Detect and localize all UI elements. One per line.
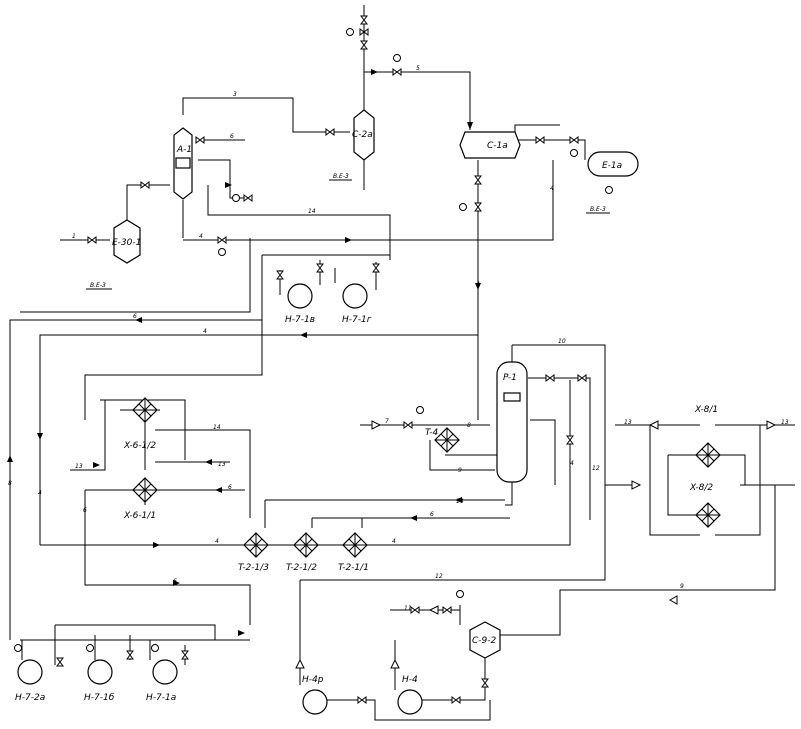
label-H-7-1a: H-7-1a — [146, 693, 176, 703]
stream-6-e: 6 — [173, 578, 177, 585]
offsite-ref-1: В.Е-3 — [333, 173, 349, 180]
stream-4-b: 4 — [476, 281, 480, 288]
label-T-2-1-3: T-2-1/3 — [238, 563, 269, 573]
valves — [14, 15, 613, 704]
stream-13-c: 13 — [624, 419, 632, 426]
label-T-4: T-4 — [425, 428, 438, 438]
stream-13-b: 13 — [218, 461, 226, 468]
stream-4-f: 4 — [392, 538, 396, 545]
stream-6-a: 6 — [230, 133, 234, 140]
label-A-1: A-1 — [176, 145, 192, 155]
equipment-labels: A-1 C-2a C-1a E-1a E-30-1 H-7-1в H-7-1г … — [15, 130, 718, 703]
label-C-2a: C-2a — [352, 130, 373, 140]
stream-14-a: 14 — [308, 208, 316, 215]
stream-4-g: 4 — [38, 490, 42, 497]
stream-12-b: 12 — [435, 573, 443, 580]
label-H-4p: H-4p — [302, 675, 324, 685]
label-X-8-1: X-8/1 — [694, 405, 718, 415]
stream-4-a: 4 — [199, 233, 203, 240]
label-H-4: H-4 — [402, 675, 418, 685]
label-H-7-2a: H-7-2a — [15, 693, 45, 703]
offsite-ref-2: В.Е-3 — [90, 282, 106, 289]
label-X-6-1-1: X-6-1/1 — [123, 511, 156, 521]
stream-9-a: 9 — [458, 467, 462, 474]
label-C-1a: C-1a — [487, 141, 508, 151]
stream-14-c: 14 — [213, 424, 221, 431]
stream-1: 1 — [72, 233, 76, 240]
stream-8-a: 8 — [467, 422, 471, 429]
stream-13-a: 13 — [75, 463, 83, 470]
stream-4-c: 4 — [203, 328, 207, 335]
stream-13-d: 13 — [781, 419, 789, 426]
piping — [9, 5, 795, 721]
stream-3: 3 — [233, 91, 237, 98]
stream-6-c: 6 — [228, 484, 232, 491]
label-C-9-2: C-9-2 — [472, 636, 497, 646]
stream-11: 11 — [404, 605, 412, 612]
stream-4-d: 4 — [550, 185, 554, 192]
stream-10: 10 — [558, 338, 566, 345]
label-X-8-2: X-8/2 — [689, 483, 713, 493]
label-H-7-1g: H-7-1г — [342, 315, 372, 325]
stream-7: 7 — [385, 418, 389, 425]
label-P-1: P-1 — [503, 373, 517, 383]
label-T-2-1-1: T-2-1/1 — [338, 563, 369, 573]
stream-6-d: 6 — [430, 511, 434, 518]
label-E-30-1: E-30-1 — [112, 238, 141, 248]
offsite-refs: В.Е-3 В.Е-3 В.Е-3 — [86, 173, 610, 290]
stream-6-b: 6 — [133, 313, 137, 320]
stream-4-h: 4 — [570, 460, 574, 467]
stream-9-b: 9 — [680, 583, 684, 590]
label-E-1a: E-1a — [602, 161, 622, 171]
stream-12-a: 12 — [592, 465, 600, 472]
stream-labels: 3 5 6 14 4 1 4 6 4 4 10 7 8 9 14 13 13 6… — [8, 65, 789, 612]
label-T-2-1-2: T-2-1/2 — [286, 563, 317, 573]
stream-4-e: 4 — [215, 538, 219, 545]
flow-arrows — [7, 69, 777, 669]
stream-5: 5 — [416, 65, 420, 72]
label-H-7-1b: H-7-1б — [84, 693, 115, 703]
label-H-7-1v: H-7-1в — [285, 315, 315, 325]
offsite-ref-3: В.Е-3 — [590, 206, 606, 213]
stream-8-b: 8 — [8, 480, 12, 487]
stream-14-b: 14 — [456, 498, 464, 505]
equipment-shapes — [17, 109, 721, 715]
stream-6-f: 6 — [83, 507, 87, 514]
label-X-6-1-2: X-6-1/2 — [123, 441, 156, 451]
